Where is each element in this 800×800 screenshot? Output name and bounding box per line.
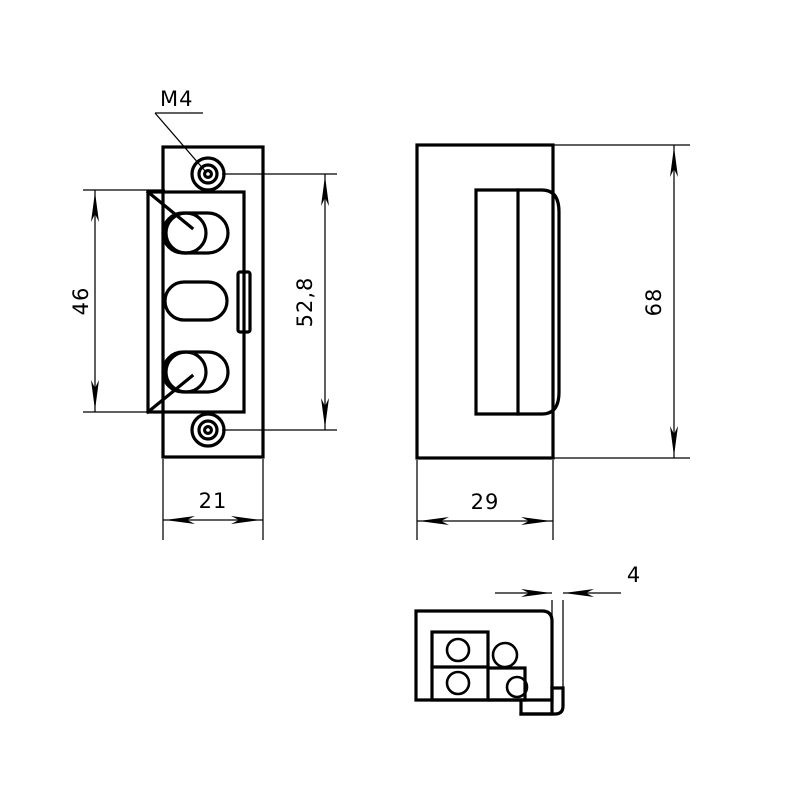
dim-46-arrow-top bbox=[91, 192, 99, 222]
side-view-upper-slot-circle bbox=[164, 211, 208, 255]
side-view-lower-screw-outer bbox=[190, 412, 226, 448]
dim-46-group: 46 bbox=[69, 189, 165, 413]
dim-528-label: 52,8 bbox=[293, 277, 317, 328]
side-view-chamfer-top bbox=[145, 189, 195, 231]
dim-68-arrow-bottom bbox=[670, 426, 678, 456]
detail-view-hole-lower-left bbox=[445, 670, 471, 696]
dim-29-arrow-left bbox=[419, 517, 449, 525]
dim-4-group: 4 bbox=[495, 563, 641, 690]
detail-view-group bbox=[414, 609, 565, 716]
side-view-lower-slot-circle bbox=[164, 350, 208, 394]
side-view-upper-screw-mid bbox=[197, 163, 219, 185]
front-view-group bbox=[415, 143, 561, 460]
front-view-faceplate bbox=[415, 143, 555, 460]
side-view-mounting-plate bbox=[161, 145, 265, 459]
m4-thread-label: M4 bbox=[160, 87, 193, 111]
side-view-upper-screw-inner bbox=[203, 169, 214, 180]
dim-29-label: 29 bbox=[471, 490, 500, 514]
dim-528-arrow-top bbox=[321, 176, 329, 206]
detail-view-hole-upper-right bbox=[491, 641, 519, 669]
dim-4-arrow-left bbox=[521, 589, 551, 597]
side-view-chamfer-bottom bbox=[145, 373, 195, 415]
dim-4-label: 4 bbox=[627, 563, 641, 587]
dim-21-label: 21 bbox=[199, 489, 228, 513]
detail-view-mounting-tab-hook bbox=[519, 686, 565, 716]
dim-46-arrow-bottom bbox=[91, 380, 99, 410]
detail-view-housing bbox=[414, 609, 554, 702]
detail-view-hole-lower-right bbox=[505, 675, 529, 699]
dim-4-arrow-right bbox=[564, 589, 594, 597]
side-view-lower-screw-mid bbox=[197, 419, 219, 441]
dim-68-group: 68 bbox=[553, 144, 690, 459]
m4-callout-group: M4 bbox=[154, 87, 207, 173]
side-view-group bbox=[145, 145, 265, 459]
dim-21-group: 21 bbox=[162, 459, 264, 540]
side-view-body bbox=[146, 190, 246, 414]
side-view-upper-screw-outer bbox=[190, 156, 226, 192]
m4-leader-line bbox=[154, 112, 207, 173]
side-view-lower-slot bbox=[161, 350, 230, 394]
side-view-side-tab bbox=[236, 270, 252, 334]
dim-528-group: 52,8 bbox=[222, 173, 337, 431]
dim-46-label: 46 bbox=[69, 287, 93, 316]
dim-29-group: 29 bbox=[416, 460, 554, 540]
dim-68-arrow-top bbox=[670, 147, 678, 177]
side-view-middle-slot bbox=[163, 280, 229, 322]
detail-view-hole-upper-left bbox=[445, 637, 471, 663]
dim-29-arrow-right bbox=[521, 517, 551, 525]
dim-528-arrow-bottom bbox=[321, 398, 329, 428]
dim-21-arrow-left bbox=[165, 516, 195, 524]
front-view-keeper-recess bbox=[474, 188, 561, 416]
dim-21-arrow-right bbox=[231, 516, 261, 524]
side-view-upper-slot bbox=[161, 211, 230, 255]
dim-68-label: 68 bbox=[642, 288, 666, 317]
side-view-lower-screw-inner bbox=[203, 425, 214, 436]
